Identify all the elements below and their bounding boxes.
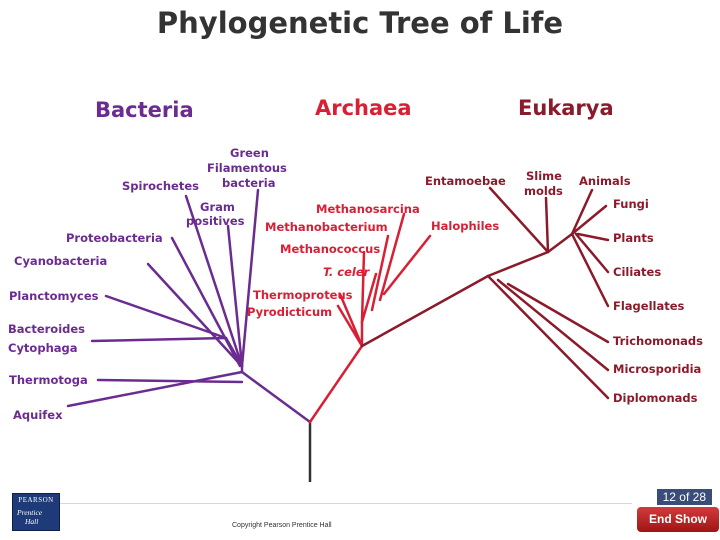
archaea-branches bbox=[308, 212, 432, 424]
bacteria-labels: Green Filamentous bacteria Spirochetes G… bbox=[8, 146, 287, 422]
label-methanosarcina: Methanosarcina bbox=[316, 202, 420, 216]
label-slime-molds-1: Slime bbox=[526, 169, 562, 183]
label-diplomonads: Diplomonads bbox=[613, 391, 698, 405]
label-pyrodicticum: Pyrodicticum bbox=[247, 305, 332, 319]
label-spirochetes: Spirochetes bbox=[122, 179, 199, 193]
label-planctomyces: Planctomyces bbox=[9, 289, 99, 303]
logo-pearson-text: PEARSON bbox=[18, 496, 54, 504]
label-gram-positives-1: Gram bbox=[200, 200, 235, 214]
end-show-button[interactable]: End Show bbox=[637, 507, 719, 532]
domain-label-eukarya: Eukarya bbox=[518, 96, 614, 120]
logo-line-2: Hall bbox=[25, 517, 39, 526]
label-thermoproteus: Thermoproteus bbox=[253, 288, 353, 302]
label-ciliates: Ciliates bbox=[613, 265, 661, 279]
label-trichomonads: Trichomonads bbox=[613, 334, 703, 348]
label-green-filamentous-2: Filamentous bbox=[207, 161, 287, 175]
label-slime-molds-2: molds bbox=[524, 184, 563, 198]
label-fungi: Fungi bbox=[613, 197, 649, 211]
label-bacteroides: Bacteroides bbox=[8, 322, 85, 336]
label-green-filamentous-1: Green bbox=[230, 146, 269, 160]
pearson-prentice-hall-logo: PEARSON Prentice Hall bbox=[12, 493, 60, 531]
label-methanobacterium: Methanobacterium bbox=[265, 220, 388, 234]
label-thermotoga: Thermotoga bbox=[9, 373, 88, 387]
archaea-labels: Methanosarcina Methanobacterium Halophil… bbox=[247, 202, 499, 319]
label-entamoebae: Entamoebae bbox=[425, 174, 506, 188]
label-microsporidia: Microsporidia bbox=[613, 362, 701, 376]
label-cyanobacteria: Cyanobacteria bbox=[14, 254, 107, 268]
label-methanococcus: Methanococcus bbox=[280, 242, 380, 256]
domain-label-archaea: Archaea bbox=[315, 96, 412, 120]
label-animals: Animals bbox=[579, 174, 631, 188]
label-proteobacteria: Proteobacteria bbox=[66, 231, 163, 245]
eukarya-branches bbox=[360, 186, 610, 400]
domain-label-bacteria: Bacteria bbox=[95, 98, 194, 122]
page-number: 12 of 28 bbox=[656, 489, 712, 505]
footer-divider bbox=[60, 503, 632, 504]
label-aquifex: Aquifex bbox=[13, 408, 63, 422]
bacteria-branches bbox=[66, 188, 312, 424]
label-cytophaga: Cytophaga bbox=[8, 341, 78, 355]
eukarya-labels: Entamoebae Slime molds Animals Fungi Pla… bbox=[425, 169, 703, 405]
slide-title: Phylogenetic Tree of Life bbox=[156, 6, 564, 40]
label-green-filamentous-3: bacteria bbox=[222, 176, 275, 190]
label-flagellates: Flagellates bbox=[613, 299, 685, 313]
logo-line-1: Prentice bbox=[17, 508, 43, 517]
label-plants: Plants bbox=[613, 231, 654, 245]
label-halophiles: Halophiles bbox=[431, 219, 499, 233]
copyright-text: Copyright Pearson Prentice Hall bbox=[232, 522, 332, 529]
label-t-celer: T. celer bbox=[323, 265, 371, 279]
logo-prentice-hall-text: Prentice Hall bbox=[17, 508, 55, 526]
label-gram-positives-2: positives bbox=[186, 214, 245, 228]
